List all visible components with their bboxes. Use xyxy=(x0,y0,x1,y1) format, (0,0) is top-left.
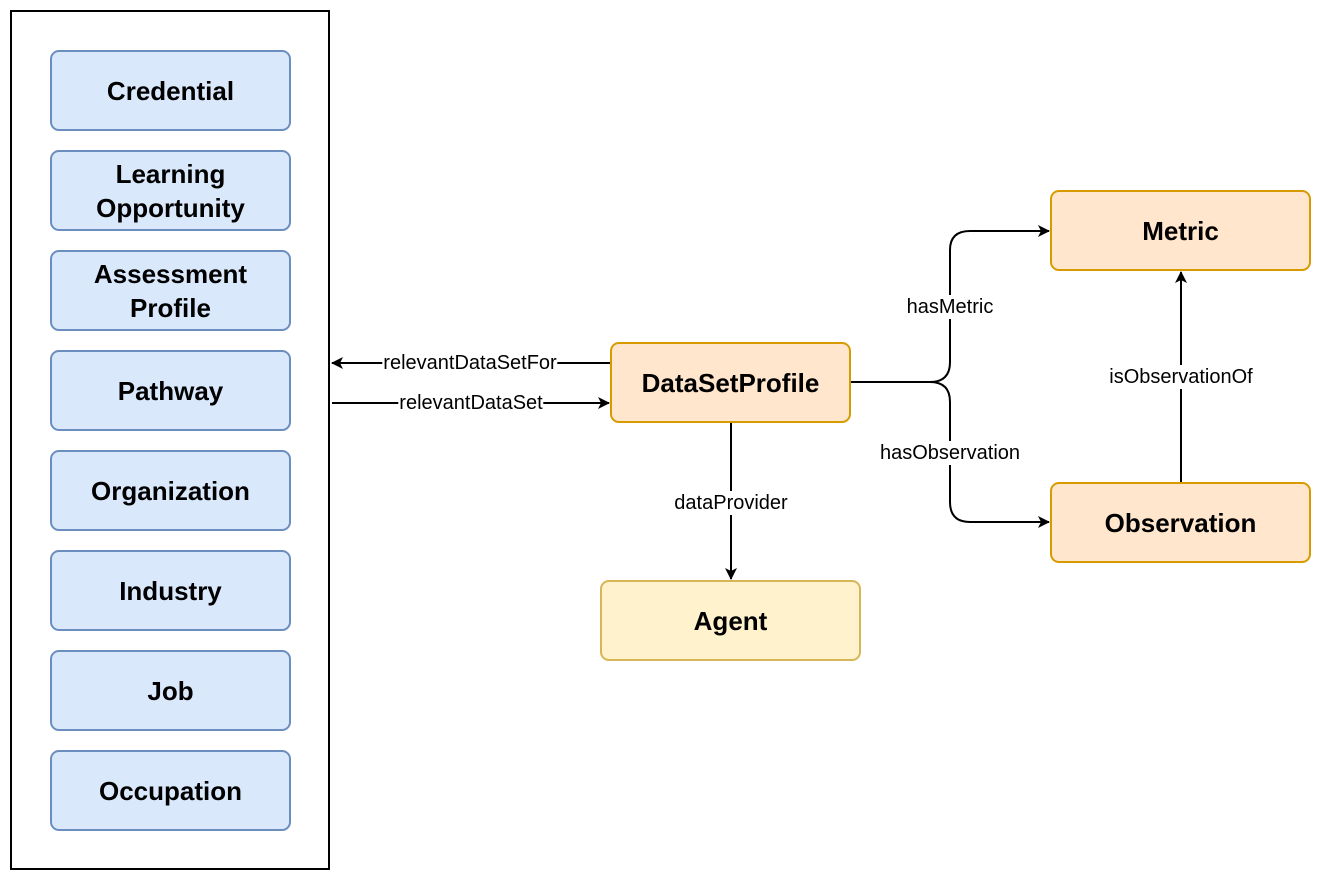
edge-label-is-observation-of: isObservationOf xyxy=(1108,365,1254,389)
node-job[interactable]: Job xyxy=(50,650,291,731)
node-organization[interactable]: Organization xyxy=(50,450,291,531)
edge-label-relevant-dataset-for: relevantDataSetFor xyxy=(382,351,558,375)
node-assessment-profile[interactable]: Assessment Profile xyxy=(50,250,291,331)
node-metric[interactable]: Metric xyxy=(1050,190,1311,271)
node-occupation[interactable]: Occupation xyxy=(50,750,291,831)
edge-label-has-observation: hasObservation xyxy=(878,441,1022,465)
edge-label-relevant-dataset: relevantDataSet xyxy=(398,391,544,415)
node-credential[interactable]: Credential xyxy=(50,50,291,131)
node-pathway[interactable]: Pathway xyxy=(50,350,291,431)
edge-label-data-provider: dataProvider xyxy=(673,491,789,515)
node-learning-opportunity[interactable]: Learning Opportunity xyxy=(50,150,291,231)
node-industry[interactable]: Industry xyxy=(50,550,291,631)
edge-label-has-metric: hasMetric xyxy=(905,295,995,319)
node-dataset-profile[interactable]: DataSetProfile xyxy=(610,342,851,423)
node-observation[interactable]: Observation xyxy=(1050,482,1311,563)
node-agent[interactable]: Agent xyxy=(600,580,861,661)
